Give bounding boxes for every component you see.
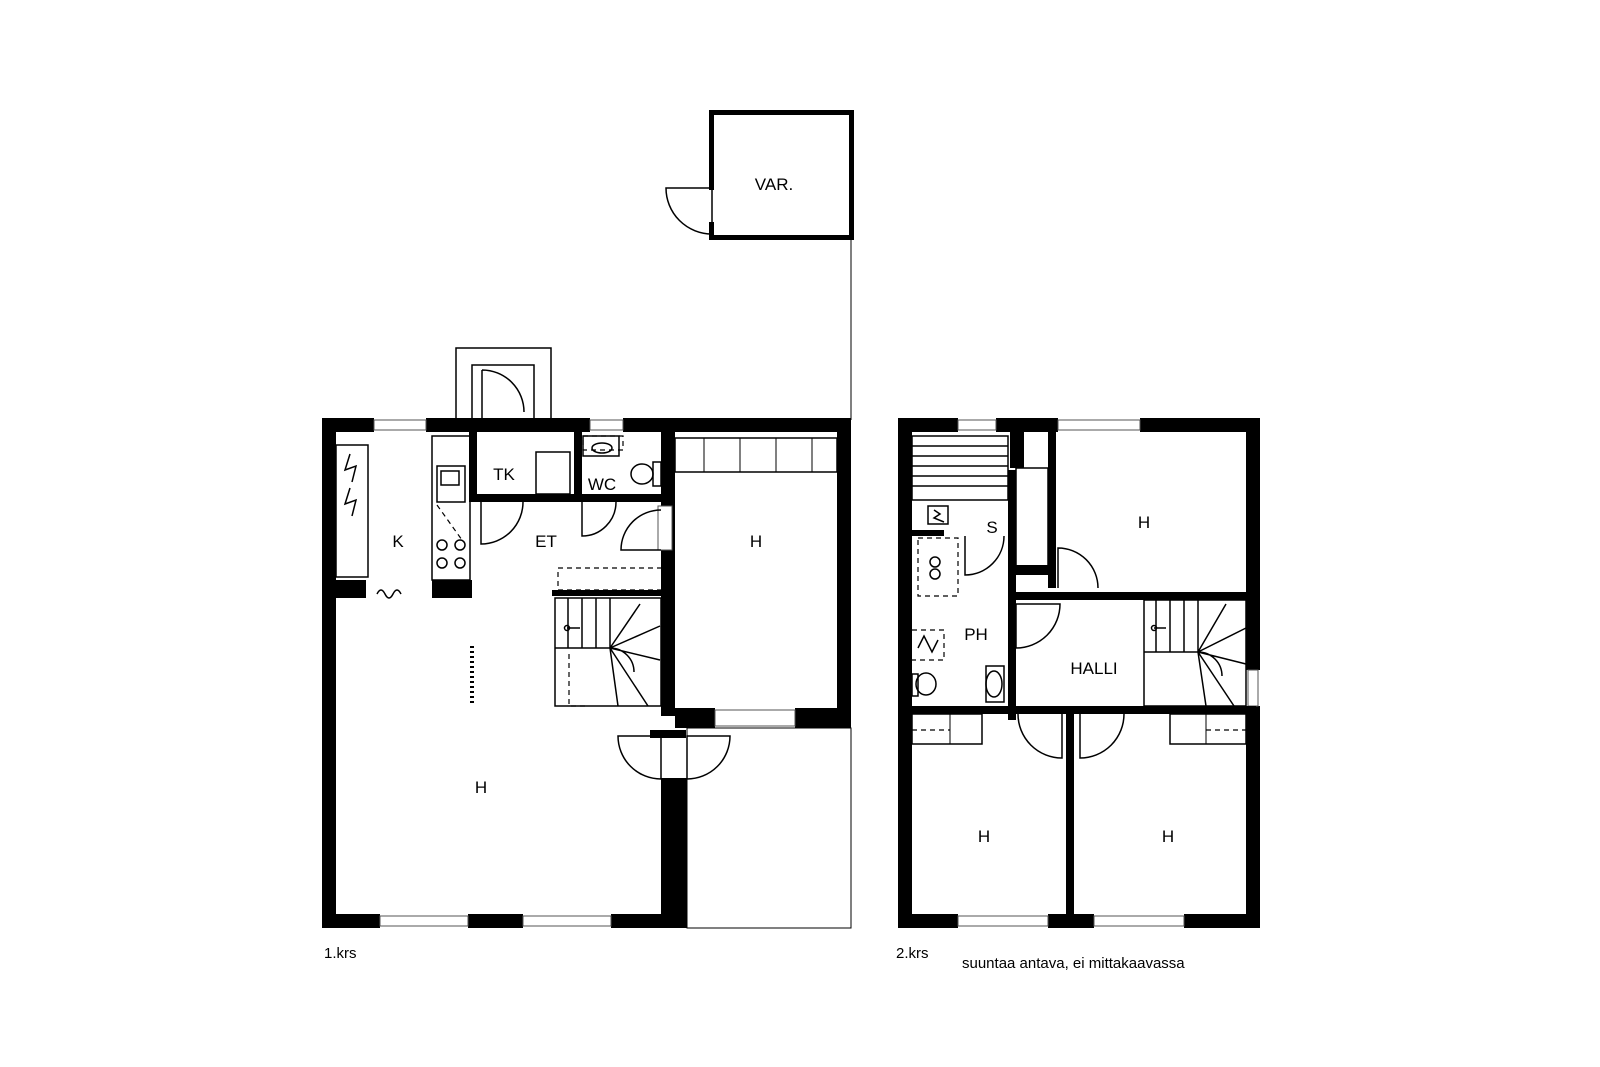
storage-building [665, 110, 854, 420]
room-label-entrance: ET [535, 532, 557, 551]
floor-caption-ground: 1.krs [324, 945, 357, 962]
room-label-sauna: S [986, 518, 997, 537]
room-label-toilet: WC [588, 475, 616, 494]
room-label-bedroom-ground: H [750, 532, 762, 551]
room-label-living-room: H [475, 778, 487, 797]
room-label-bathroom: PH [964, 625, 988, 644]
ground-floor-plan [322, 347, 852, 929]
floor-caption-upper: 2.krs [896, 945, 929, 962]
room-label-bedroom-ne: H [1138, 513, 1150, 532]
room-label-bedroom-sw: H [978, 827, 990, 846]
disclaimer-note: suuntaa antava, ei mittakaavassa [962, 955, 1185, 972]
room-label-utility: TK [493, 465, 515, 484]
room-label-bedroom-se: H [1162, 827, 1174, 846]
room-label-hall: HALLI [1070, 659, 1117, 678]
room-label-kitchen: K [392, 532, 404, 551]
room-label-storage: VAR. [755, 175, 793, 194]
upper-floor-plan [898, 418, 1260, 928]
